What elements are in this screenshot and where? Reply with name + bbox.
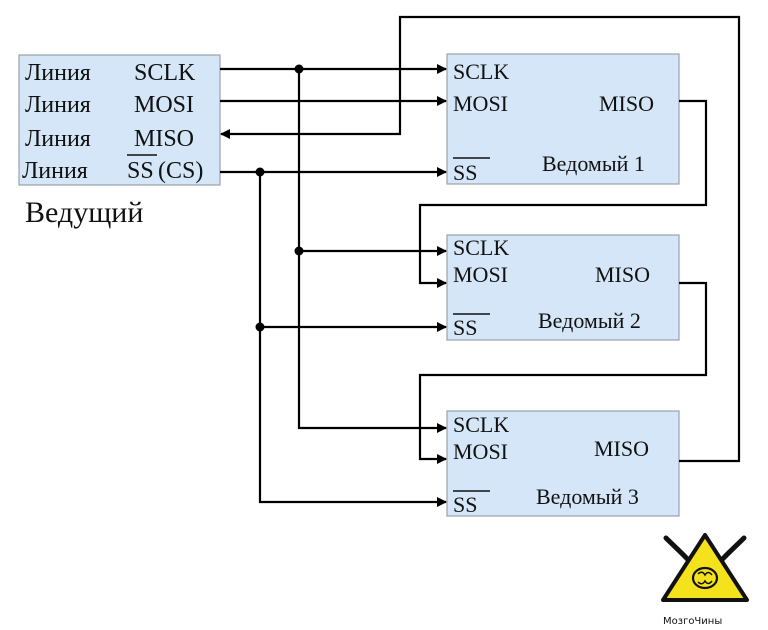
slave-1-mosi-label: MOSI — [453, 91, 508, 116]
slave-2-mosi-label: MOSI — [453, 262, 508, 287]
chain-wire-1-to-2 — [418, 99, 708, 288]
slave-3-miso-label: MISO — [594, 436, 649, 461]
slave-3-name: Ведомый 3 — [536, 484, 639, 509]
slave-1-box — [446, 53, 680, 185]
master-line-2-signal: MOSI — [134, 92, 194, 118]
sclk-junction-2 — [294, 246, 304, 256]
ss-wire-trunk — [258, 172, 447, 507]
sclk-wire-trunk — [297, 69, 447, 433]
slave-1-miso-label: MISO — [599, 91, 654, 116]
slave-2-box — [446, 234, 680, 341]
slave-2-miso-label: MISO — [595, 262, 650, 287]
slave-2: SCLK MOSI MISO SS Ведомый 2 — [446, 234, 680, 341]
slave-3-mosi-label: MOSI — [453, 439, 508, 464]
chain-wire-2-to-3 — [418, 281, 708, 464]
mozgochiny-logo: МозгоЧины — [661, 533, 749, 627]
master-line-3-prefix: Линия — [25, 126, 91, 152]
slave-3-ss-label: SS — [453, 492, 477, 517]
slave-3-box — [446, 410, 680, 517]
slave-3: SCLK MOSI MISO SS Ведомый 3 — [446, 410, 680, 517]
ss-junction-1 — [255, 167, 265, 177]
miso-return-wire — [220, 15, 741, 463]
slave-3-sclk-label: SCLK — [453, 412, 509, 437]
logo-text: МозгоЧины — [663, 616, 722, 627]
slave-1-ss-label: SS — [453, 160, 477, 185]
master-caption: Ведущий — [25, 196, 143, 229]
ss-bus — [220, 167, 447, 507]
slave-2-name: Ведомый 2 — [538, 308, 641, 333]
master-line-4-signal: SS — [127, 158, 154, 184]
slave-1-name: Ведомый 1 — [542, 151, 645, 176]
master-line-4-prefix: Линия — [22, 158, 88, 184]
sclk-junction-1 — [294, 64, 304, 74]
brain-icon — [691, 566, 719, 590]
master-device: Линия SCLK Линия MOSI Линия MISO Линия S… — [18, 54, 221, 186]
slave-1: SCLK MOSI MISO SS Ведомый 1 — [446, 53, 680, 185]
slave-2-ss-label: SS — [453, 315, 477, 340]
ss-junction-2 — [255, 322, 265, 332]
master-line-1-prefix: Линия — [25, 60, 91, 86]
sclk-bus — [220, 64, 447, 433]
master-line-1-signal: SCLK — [134, 60, 196, 86]
slave-2-sclk-label: SCLK — [453, 235, 509, 260]
slave-1-sclk-label: SCLK — [453, 59, 509, 84]
master-box — [18, 54, 221, 186]
master-line-4-suffix: (CS) — [158, 158, 203, 184]
master-line-2-prefix: Линия — [25, 92, 91, 118]
master-line-3-signal: MISO — [134, 126, 194, 152]
